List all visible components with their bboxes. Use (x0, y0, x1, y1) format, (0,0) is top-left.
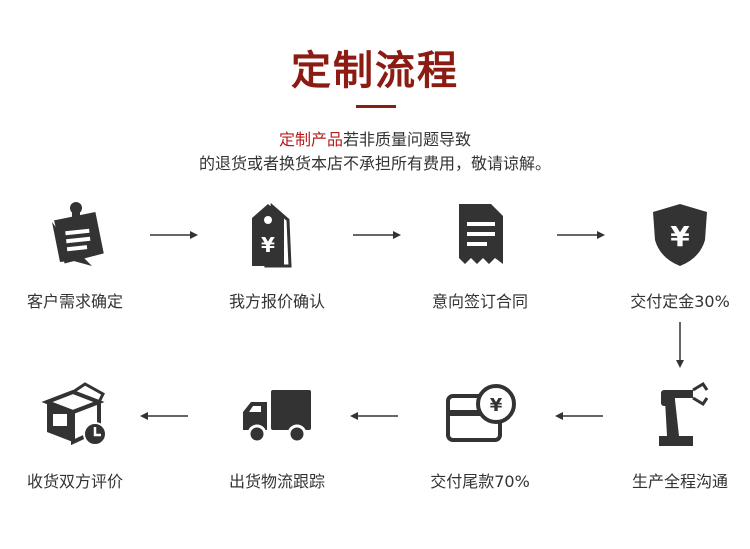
contract-document-icon (459, 204, 503, 264)
arrow-right-icon (150, 231, 198, 239)
arrow-left-icon (350, 412, 398, 420)
svg-text:¥: ¥ (670, 220, 690, 253)
pinned-note-icon (52, 202, 104, 266)
step-label: 收货双方评价 (26, 472, 123, 491)
page-title: 定制流程 (291, 48, 459, 94)
card-yuan-icon: ¥ (446, 384, 516, 442)
price-tag-icon: ¥ (252, 202, 292, 268)
arrow-right-icon (353, 231, 401, 239)
arrow-down-icon (676, 322, 684, 368)
step-deposit: ¥ 交付定金30% (590, 200, 750, 312)
step-label: 意向签订合同 (431, 292, 528, 311)
svg-text:¥: ¥ (490, 395, 503, 416)
notice-line-2: 的退货或者换货本店不承担所有费用，敬请谅解。 (198, 154, 551, 173)
arrow-right-icon (557, 231, 605, 239)
yuan-shield-icon: ¥ (653, 204, 707, 266)
notice-highlight: 定制产品 (278, 130, 343, 149)
robot-arm-icon (659, 381, 709, 446)
step-label: 交付定金30% (630, 292, 730, 311)
delivery-truck-icon (243, 390, 311, 444)
package-clock-icon (41, 382, 107, 446)
title-underline (356, 105, 396, 108)
step-label: 出货物流跟踪 (228, 472, 325, 491)
step-label: 交付尾款70% (430, 472, 530, 491)
arrow-left-icon (555, 412, 603, 420)
step-label: 我方报价确认 (228, 292, 325, 311)
step-final-payment: ¥ 交付尾款70% (390, 380, 570, 492)
arrow-left-icon (140, 412, 188, 420)
step-customer-requirements: 客户需求确定 (0, 200, 165, 312)
step-shipping: 出货物流跟踪 (187, 380, 367, 492)
svg-text:¥: ¥ (261, 233, 275, 257)
step-receive-review: 收货双方评价 (0, 380, 165, 492)
notice-text: 若非质量问题导致 (343, 130, 472, 149)
notice-line-1: 定制产品若非质量问题导致 (0, 126, 750, 150)
step-sign-contract: 意向签订合同 (390, 200, 570, 312)
step-label: 生产全程沟通 (631, 472, 728, 491)
step-quote-confirm: ¥ 我方报价确认 (187, 200, 367, 312)
step-production: 生产全程沟通 (590, 380, 750, 492)
step-label: 客户需求确定 (26, 292, 123, 311)
